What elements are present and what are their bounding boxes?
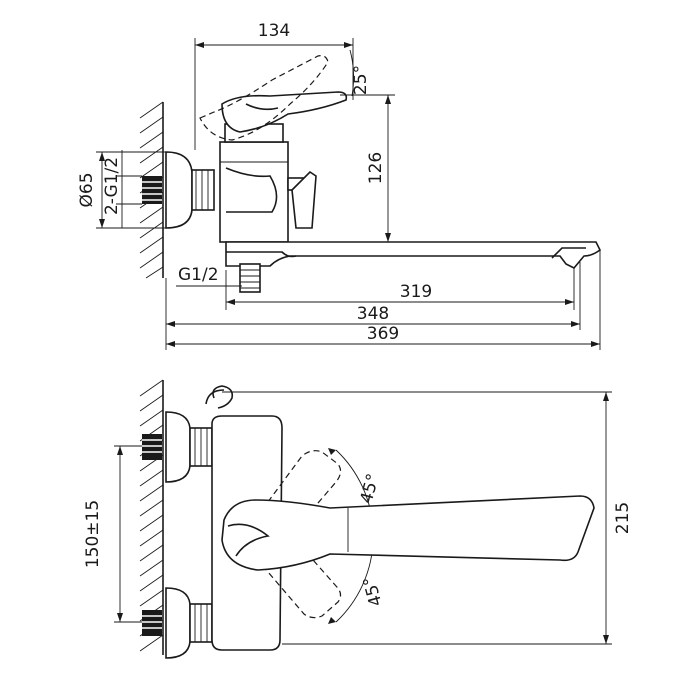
side-outlet	[239, 263, 261, 293]
dim-height: 126	[340, 94, 395, 243]
dim-angle-top-label: 25°	[351, 65, 371, 95]
dim-angle-upper-label: 45°	[357, 472, 384, 506]
dim-angle-top: 25°	[349, 49, 371, 97]
dim-thread-pair-label: 2-G1/2	[102, 157, 122, 215]
dim-thread-pair: 2-G1/2	[102, 150, 142, 228]
front-upper-escutcheon	[142, 411, 213, 483]
side-lever-handle	[199, 55, 348, 141]
dim-diameter-label: Ø65	[77, 172, 97, 207]
dim-thread-outlet: G1/2	[176, 265, 242, 287]
side-spout	[225, 241, 602, 269]
dim-centers: 150±15	[83, 445, 142, 623]
dim-diameter: Ø65	[77, 151, 166, 229]
side-faucet-body	[219, 123, 317, 243]
dim-thread-outlet-label: G1/2	[178, 265, 219, 285]
dim-width-top-label: 134	[258, 21, 290, 41]
dim-spout: 319	[225, 268, 575, 310]
dim-reach: 348	[165, 262, 581, 350]
dim-spout-label: 319	[400, 282, 432, 302]
front-lever-handle	[221, 495, 595, 571]
dim-centers-label: 150±15	[83, 500, 103, 568]
side-wall	[139, 101, 164, 279]
side-view: 134 25° 126 Ø65 2-G1	[77, 21, 602, 350]
dim-angle-lower-label: 45°	[360, 574, 387, 608]
dim-reach-label: 348	[357, 304, 389, 324]
side-escutcheon	[142, 151, 215, 229]
dim-length-label: 215	[613, 502, 633, 534]
dim-total-label: 369	[367, 324, 399, 344]
dim-length: 215	[222, 391, 633, 645]
dim-height-label: 126	[366, 152, 386, 184]
front-lower-escutcheon	[142, 587, 213, 659]
dim-total: 369	[166, 250, 601, 350]
front-view: 45° 45° 150±15 215	[83, 379, 633, 659]
